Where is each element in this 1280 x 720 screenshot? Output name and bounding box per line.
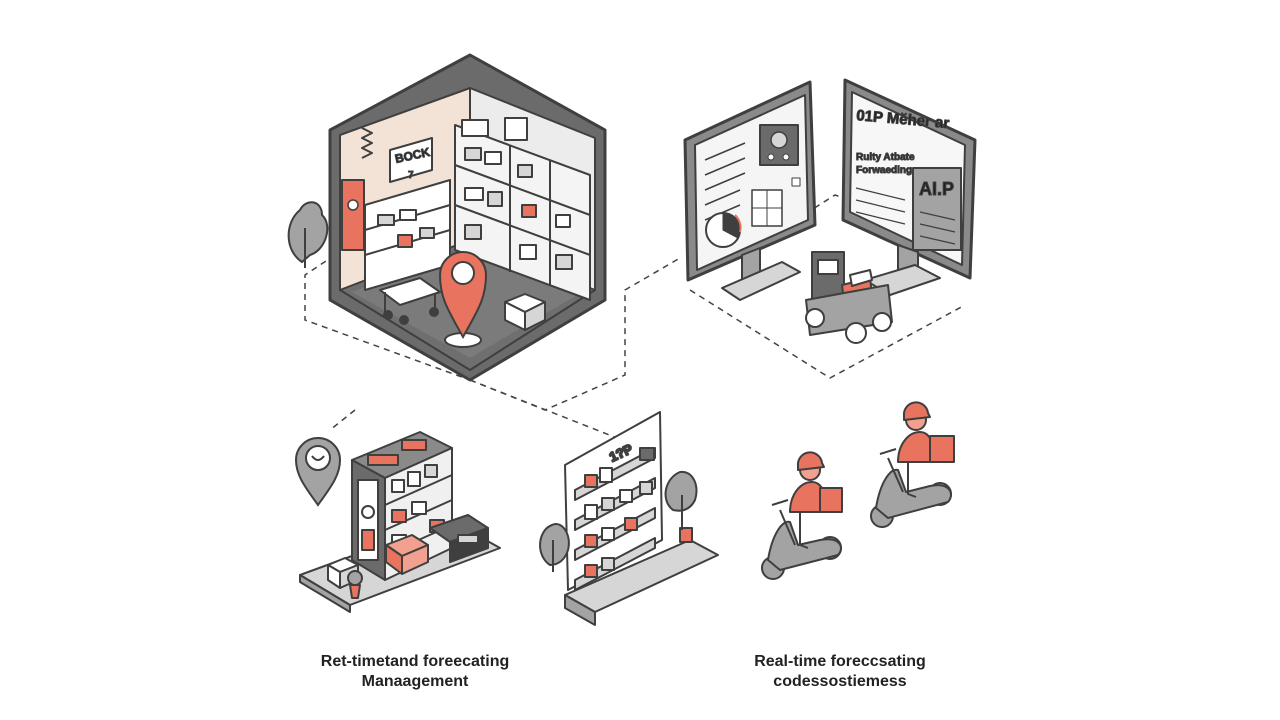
wall-panel <box>341 179 365 251</box>
monitor-right: 01P Mӗher ar Rulty Atbate Forwaeding AI.… <box>841 78 977 296</box>
caption-left-line1: Ret-timetand foreecating <box>320 653 510 670</box>
bock-sign: BOCK 7 <box>389 137 433 183</box>
map-pin-icon <box>438 251 488 348</box>
storefront-left <box>299 431 501 613</box>
monitor-left <box>683 80 817 301</box>
cart <box>379 277 441 325</box>
scooter-rider-front <box>761 451 843 580</box>
robot-cart <box>805 251 893 344</box>
store-shelf: 1?P <box>564 411 719 626</box>
coil-icon <box>361 127 373 159</box>
svg-text:7: 7 <box>408 170 414 181</box>
caption-right-line2: codessostiemess <box>773 673 907 690</box>
ai-badge: AI.P <box>919 179 954 199</box>
tree-left <box>287 201 329 268</box>
warehouse-room: BOCK 7 <box>328 53 607 382</box>
caption-left-line2: Manaagement <box>361 673 469 690</box>
right-shelf <box>454 124 591 301</box>
location-pin-small <box>294 437 342 507</box>
caption-left: Ret-timetand foreecating Manaagement <box>290 652 540 692</box>
monitor-subtitle-1: Rulty Atbate <box>856 152 915 163</box>
floor-box <box>504 293 546 331</box>
scooter-rider-back <box>870 401 955 528</box>
caption-right-line1: Real-time foreccsating <box>754 653 926 670</box>
monitor-subtitle-2: Forwaeding <box>856 165 912 176</box>
left-shelf <box>364 179 451 291</box>
tree-shelf <box>539 523 570 572</box>
caption-right: Real-time foreccsating codessostiemess <box>715 652 965 692</box>
